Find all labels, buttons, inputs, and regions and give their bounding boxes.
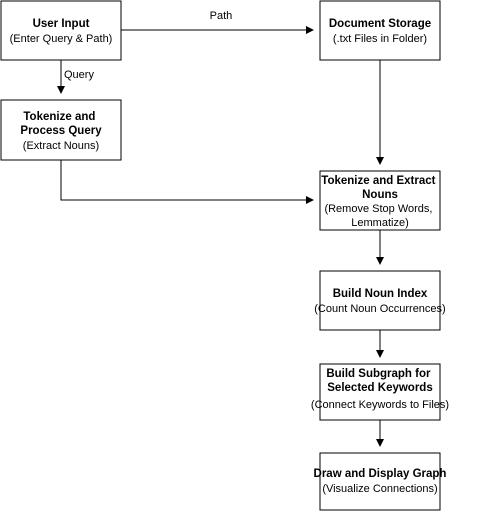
node-user-input: User Input (Enter Query & Path) (0, 0, 122, 61)
node-subtitle-line: (Visualize Connections) (322, 483, 437, 495)
node-subtitle-line: Lemmatize) (351, 217, 408, 229)
node-title-line: Document Storage (329, 18, 431, 30)
node-title-line: Tokenize and (23, 111, 95, 123)
node-subgraph: Build Subgraph for Selected Keywords (Co… (311, 363, 449, 421)
node-title-line: Process Query (20, 125, 102, 137)
node-title-line: Draw and Display Graph (314, 468, 447, 480)
node-box (319, 170, 441, 231)
node-box (319, 363, 441, 421)
node-box (319, 0, 441, 61)
node-subtitle-line: (.txt Files in Folder) (333, 33, 427, 45)
svg-text:(Visualize Connections): (Visualize Connections) (322, 483, 437, 495)
node-title-line: Tokenize and Extract (321, 175, 435, 187)
svg-text:Tokenize and Extract Nou: Tokenize and Extract Nouns (321, 175, 438, 201)
svg-text:(Extract Nouns): (Extract Nouns) (23, 140, 99, 152)
svg-text:Draw and Display Graph: Draw and Display Graph (314, 468, 447, 480)
node-noun-index: Build Noun Index (Count Noun Occurrences… (314, 270, 446, 331)
svg-text:(Count Noun Occurrences): (Count Noun Occurrences) (314, 303, 445, 315)
svg-text:Tokenize and Process Que: Tokenize and Process Query (20, 111, 102, 137)
svg-text:(Enter Query & Path): (Enter Query & Path) (10, 33, 113, 45)
node-title-line: Build Subgraph for (326, 368, 431, 380)
node-subtitle-line: (Connect Keywords to Files) (311, 399, 449, 411)
node-title-line: Build Noun Index (333, 288, 428, 300)
node-title-line: Selected Keywords (327, 382, 432, 394)
svg-text:(Connect Keywords to Files): (Connect Keywords to Files) (311, 399, 449, 411)
node-tokenize-nouns: Tokenize and Extract Nouns (Remove Stop … (319, 170, 441, 231)
node-box (0, 0, 122, 61)
svg-text:Build Noun Index: Build Noun Index (333, 288, 428, 300)
edge-label-query: Query (64, 69, 94, 81)
node-document-storage: Document Storage (.txt Files in Folder) (319, 0, 441, 61)
svg-text:User Input: User Input (33, 18, 90, 30)
svg-text:(.txt Files in Folder): (.txt Files in Folder) (333, 33, 427, 45)
node-tokenize-query: Tokenize and Process Query (Extract Noun… (0, 99, 122, 161)
node-box (319, 270, 441, 331)
edges: Path Query (57, 10, 384, 447)
svg-text:Build Subgraph for Selec: Build Subgraph for Selected Keywords (326, 368, 433, 394)
edge-tokenize-query-to-tokenize-nouns (60, 160, 314, 204)
svg-text:Document Storage: Document Storage (329, 18, 431, 30)
node-subtitle-line: (Extract Nouns) (23, 140, 99, 152)
node-subtitle-line: (Enter Query & Path) (10, 33, 113, 45)
edge-label-path: Path (210, 10, 233, 22)
node-title-line: Nouns (362, 189, 398, 201)
node-subtitle-line: (Count Noun Occurrences) (314, 303, 445, 315)
node-draw-graph: Draw and Display Graph (Visualize Connec… (314, 452, 447, 511)
node-box (319, 452, 441, 511)
svg-text:(Remove Stop Words, Lemm: (Remove Stop Words, Lemmatize) (324, 203, 435, 229)
node-title-line: User Input (33, 18, 90, 30)
node-subtitle-line: (Remove Stop Words, (324, 203, 432, 215)
node-box (0, 99, 122, 161)
